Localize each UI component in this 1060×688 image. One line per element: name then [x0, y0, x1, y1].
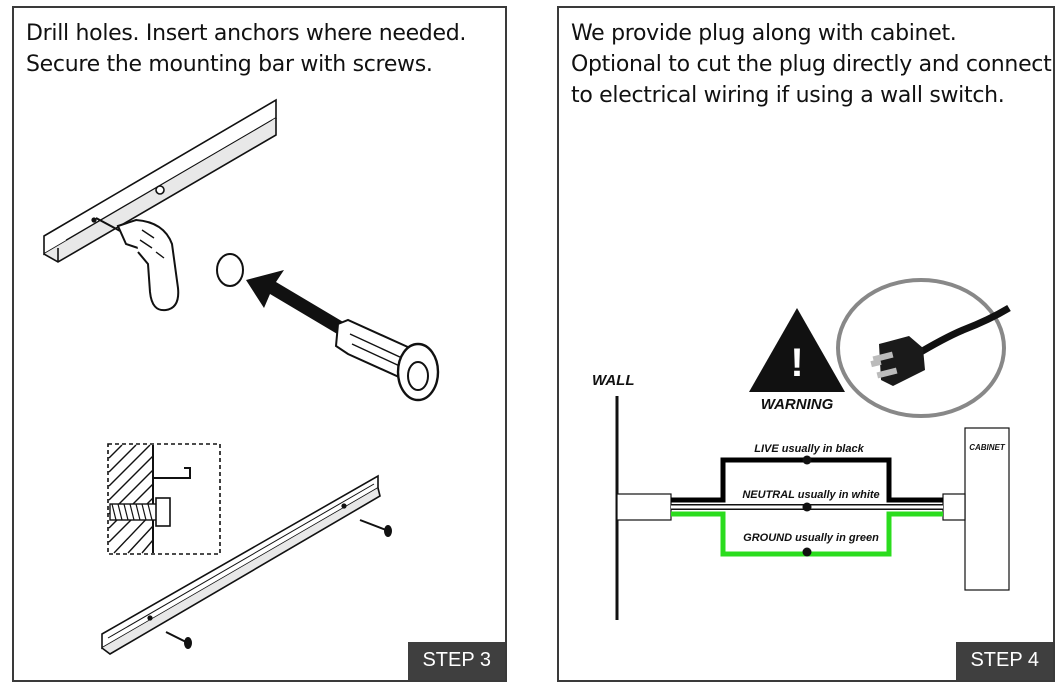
wall-label: WALL	[592, 372, 635, 389]
step-4-line-3: to electrical wiring if using a wall swi…	[571, 83, 1005, 108]
step-4-instruction: We provide plug along with cabinet. Opti…	[571, 18, 1052, 111]
drill-icon	[95, 217, 180, 312]
step-3-illustration	[43, 98, 440, 655]
live-label: LIVE usually in black	[754, 443, 864, 455]
screw-icon	[165, 519, 392, 649]
washer-icon	[216, 253, 244, 287]
step-3-panel: Drill holes. Insert anchors where needed…	[12, 6, 507, 682]
live-wire	[671, 455, 943, 503]
step-4-line-2: Optional to cut the plug directly and co…	[571, 52, 1052, 77]
wall-detail-inset	[107, 443, 221, 555]
anchor-icon	[334, 318, 440, 402]
step-3-line-1: Drill holes. Insert anchors where needed…	[26, 21, 467, 46]
mounting-bar-lower-icon	[101, 474, 381, 655]
step-4-line-1: We provide plug along with cabinet.	[571, 21, 957, 46]
ground-label: GROUND usually in green	[743, 532, 879, 544]
arrow-icon	[246, 270, 350, 338]
neutral-label: NEUTRAL usually in white	[742, 489, 879, 501]
cabinet-label: CABINET	[969, 443, 1006, 452]
step-4-badge: STEP 4	[956, 642, 1053, 680]
step-3-badge: STEP 3	[408, 642, 505, 680]
cabinet-box	[964, 427, 1010, 591]
warning-triangle-icon: !	[749, 308, 845, 392]
step-4-wiring-diagram: ! WARNING WALL CABINET	[592, 278, 1011, 620]
step-4-panel: We provide plug along with cabinet. Opti…	[557, 6, 1055, 682]
warning-symbol: !	[790, 341, 803, 385]
ground-wire	[671, 511, 943, 557]
warning-label: WARNING	[761, 396, 834, 413]
step-3-line-2: Secure the mounting bar with screws.	[26, 52, 433, 77]
screw-icon	[109, 497, 171, 527]
neutral-wire	[671, 502, 943, 512]
plug-icon	[836, 278, 1011, 418]
step-3-instruction: Drill holes. Insert anchors where needed…	[26, 18, 466, 80]
